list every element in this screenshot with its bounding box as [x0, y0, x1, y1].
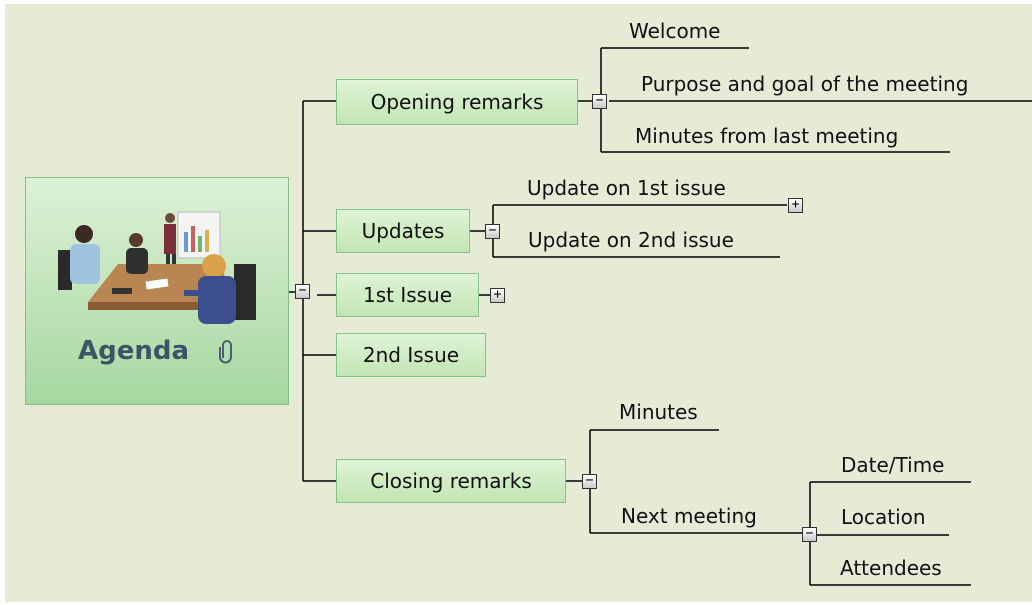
subtopic-purpose[interactable]: Purpose and goal of the meeting	[641, 72, 969, 96]
paperclip-icon[interactable]	[216, 338, 236, 364]
subtopic-welcome[interactable]: Welcome	[629, 19, 721, 43]
topic-label: Updates	[361, 219, 445, 243]
collapse-agenda-toggle[interactable]: −	[295, 284, 310, 299]
topic-2nd-issue[interactable]: 2nd Issue	[336, 333, 486, 377]
expand-1st-issue-toggle[interactable]: +	[490, 288, 505, 303]
subtopic-attendees[interactable]: Attendees	[840, 556, 942, 580]
subtopic-date-time[interactable]: Date/Time	[841, 453, 945, 477]
topic-updates[interactable]: Updates	[336, 209, 470, 253]
central-topic[interactable]: Agenda	[25, 177, 289, 405]
subtopic-minutes-last-meeting[interactable]: Minutes from last meeting	[635, 124, 899, 148]
subtopic-next-meeting[interactable]: Next meeting	[621, 504, 757, 528]
subtopic-update-1st-issue[interactable]: Update on 1st issue	[527, 176, 726, 200]
subtopic-update-2nd-issue[interactable]: Update on 2nd issue	[528, 228, 734, 252]
topic-opening-remarks[interactable]: Opening remarks	[336, 79, 578, 125]
topic-1st-issue[interactable]: 1st Issue	[336, 273, 479, 317]
meeting-image	[58, 211, 256, 324]
mind-map-canvas: Agenda Opening remarks Updates 1st Issue…	[5, 4, 1032, 602]
collapse-closing-remarks-toggle[interactable]: −	[582, 474, 597, 489]
central-topic-title: Agenda	[78, 336, 190, 366]
expand-update-1st-issue-toggle[interactable]: +	[788, 198, 803, 213]
topic-label: 2nd Issue	[362, 343, 460, 367]
collapse-updates-toggle[interactable]: −	[485, 224, 500, 239]
topic-label: 1st Issue	[362, 283, 453, 307]
topic-closing-remarks[interactable]: Closing remarks	[336, 459, 566, 503]
subtopic-location[interactable]: Location	[841, 505, 926, 529]
collapse-next-meeting-toggle[interactable]: −	[802, 527, 817, 542]
collapse-opening-remarks-toggle[interactable]: −	[592, 94, 607, 109]
topic-label: Opening remarks	[370, 90, 544, 114]
subtopic-minutes[interactable]: Minutes	[619, 400, 698, 424]
topic-label: Closing remarks	[370, 469, 532, 493]
